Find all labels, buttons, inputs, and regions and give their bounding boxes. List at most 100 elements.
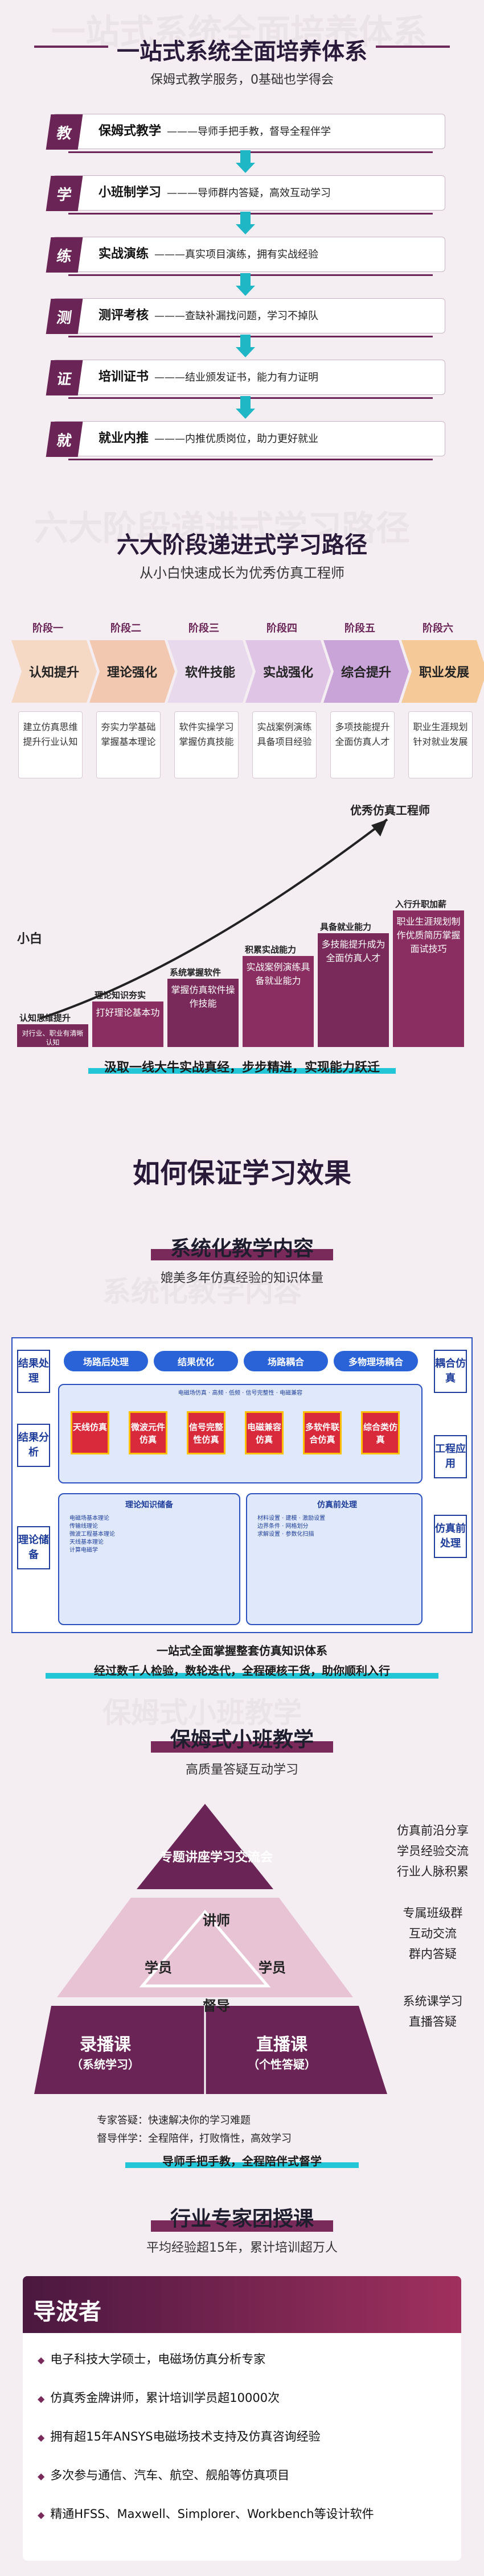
down-arrow-icon <box>236 273 255 296</box>
step-desc: ———结业颁发证书，能力有力证明 <box>154 372 319 384</box>
growth-bar <box>318 933 389 1047</box>
stage-chevron: 职业发展 <box>401 640 484 703</box>
sim-type-box: 综合类仿真 <box>361 1411 400 1454</box>
step-name: 测评考核 <box>99 308 149 323</box>
step-text: 测评考核———查缺补漏找问题，学习不掉队 <box>99 299 318 333</box>
growth-bar <box>243 956 314 1047</box>
step-desc: ———导师手把手教，督导全程伴学 <box>167 126 331 138</box>
growth-bar-title: 认知思维提升 <box>19 1013 71 1023</box>
step-underline <box>68 213 433 215</box>
left-tab: 结果处理 <box>17 1350 50 1393</box>
step-row: 学小班制学习———导师群内答疑，高效互动学习 <box>46 175 445 211</box>
step-name: 就业内推 <box>99 431 149 446</box>
stage-chevron: 综合提升 <box>323 640 409 703</box>
small-subtitle: 高质量答疑互动学习 <box>185 1763 298 1777</box>
growth-bar-title: 积累实战能力 <box>245 945 297 955</box>
down-arrow-icon <box>236 335 255 357</box>
step-underline <box>68 274 433 276</box>
topic-pill: 场路耦合 <box>244 1351 328 1371</box>
step-badge: 学 <box>46 176 83 211</box>
system-caption: 一站式全面掌握整套仿真知识体系 <box>157 1644 327 1658</box>
growth-start-label: 小白 <box>17 932 43 946</box>
step-badge: 教 <box>46 114 83 150</box>
growth-bar-text: 实战案例演练具备就业能力 <box>246 962 310 986</box>
step-underline <box>68 397 433 399</box>
stage-desc: 实战案例演练具备项目经验 <box>252 711 317 778</box>
small-highlight-bar <box>125 2162 359 2168</box>
stage-desc: 职业生涯规划针对就业发展 <box>408 711 473 778</box>
title-deco-right <box>376 46 450 48</box>
step-row: 教保姆式教学———导师手把手教，督导全程伴学 <box>46 114 445 150</box>
expert-head: 行业专家团授课 <box>170 2207 314 2231</box>
stage-label: 阶段二 <box>110 623 141 634</box>
stage-desc: 多项技能提升全面仿真人才 <box>330 711 395 778</box>
growth-curve <box>39 818 388 1020</box>
growth-bar-title: 系统掌握软件 <box>170 967 222 978</box>
theory-panel-title: 理论知识储备 <box>125 1501 173 1510</box>
down-arrow-icon <box>236 212 255 234</box>
right-tab: 耦合仿真 <box>434 1350 467 1393</box>
theory-panel <box>58 1493 240 1625</box>
stage-desc: 夯实力学基础掌握基本理论 <box>96 711 161 778</box>
growth-bar-text: 多技能提升成为全面仿真人才 <box>321 939 385 963</box>
stage-label: 阶段一 <box>32 623 63 634</box>
pyramid-top-label: 专题讲座学习交流会 <box>159 1850 273 1865</box>
step-row: 证培训证书———结业颁发证书，能力有力证明 <box>46 360 445 395</box>
growth-end-label: 优秀仿真工程师 <box>350 803 430 817</box>
topic-pill: 结果优化 <box>154 1351 238 1371</box>
sim-type-box: 信号完整性仿真 <box>187 1411 225 1454</box>
left-tab: 结果分析 <box>17 1424 50 1467</box>
sim-type-box: 微波元件仿真 <box>129 1411 167 1454</box>
growth-bar-title: 入行升职加薪 <box>395 899 447 909</box>
topic-pill: 场路后处理 <box>64 1351 148 1371</box>
pyramid-recorded: 录播课 <box>80 2035 131 2055</box>
stage-label: 阶段五 <box>344 623 375 634</box>
step-badge: 证 <box>46 360 83 395</box>
growth-chart <box>39 818 388 1020</box>
preprocess-panel-title: 仿真前处理 <box>317 1501 357 1510</box>
system-subtitle: 媲美多年仿真经验的知识体量 <box>160 1271 323 1285</box>
expert-item: 电子科技大学硕士，电磁场仿真分析专家 <box>38 2350 265 2367</box>
section1-title: 一站式系统全面培养体系 <box>117 39 367 65</box>
step-text: 就业内推———内推优质岗位，助力更好就业 <box>99 422 318 456</box>
pyramid-side-label: 仿真前沿分享 <box>397 1824 469 1837</box>
stage-label: 阶段六 <box>423 623 453 634</box>
pyramid-student-right: 学员 <box>259 1960 286 1976</box>
pyramid-supervisor: 督导 <box>203 1998 230 2014</box>
title-deco-left <box>34 46 108 48</box>
pyramid-side-label: 直播答疑 <box>409 2015 457 2029</box>
pyramid-recorded-sub: （系统学习） <box>71 2058 140 2071</box>
step-text: 实战演练———真实项目演练，拥有实战经验 <box>99 237 318 271</box>
system-highlight: 经过数千人检验，数轮迭代，全程硬核干货，助你顺利入行 <box>94 1664 390 1678</box>
stage-label: 阶段四 <box>266 623 297 634</box>
step-underline <box>68 459 433 460</box>
expert-item: 拥有超15年ANSYS电磁场技术支持及仿真咨询经验 <box>38 2427 320 2445</box>
stage-label: 阶段三 <box>188 623 219 634</box>
section2-title: 六大阶段递进式学习路径 <box>117 532 367 558</box>
small-note-2: 督导伴学：全程陪伴，打败惰性，高效学习 <box>97 2133 292 2145</box>
pyramid-top <box>137 1804 273 1889</box>
pyramid-side-label: 系统课学习 <box>403 1994 463 2008</box>
pyramid-student-left: 学员 <box>145 1960 172 1976</box>
panel-caption-top: 电磁场仿真 · 高频 · 低频 · 信号完整性 · 电磁兼容 <box>178 1390 303 1396</box>
small-highlight: 导师手把手教，全程陪伴式督学 <box>162 2154 322 2168</box>
system-head-bar <box>151 1249 333 1260</box>
section3-title: 如何保证学习效果 <box>132 1157 351 1189</box>
section2-subtitle: 从小白快速成长为优秀仿真工程师 <box>140 565 344 581</box>
expert-card: 导波者 电子科技大学硕士，电磁场仿真分析专家仿真秀金牌讲师，累计培训学员超100… <box>23 2276 461 2561</box>
growth-bar-text: 对行业、职业有清晰认知 <box>22 1029 84 1046</box>
stage-chevron: 理论强化 <box>89 640 175 703</box>
highlight-bar <box>88 1068 396 1074</box>
right-tab: 工程应用 <box>434 1435 467 1478</box>
growth-bar-text: 打好理论基本功 <box>96 1007 160 1018</box>
pyramid-live-sub: （个性答疑） <box>248 2058 316 2071</box>
sim-type-box: 多软件联合仿真 <box>303 1411 342 1454</box>
growth-bar <box>393 910 464 1047</box>
step-badge: 练 <box>46 237 83 273</box>
theory-panel-lines: 电磁场基本理论传输线理论微波工程基本理论天线基本理论计算电磁学 <box>69 1515 115 1553</box>
preprocess-panel <box>246 1493 423 1625</box>
knowledge-diagram: 结果处理结果分析理论储备 耦合仿真工程应用仿真前处理 场路后处理结果优化场路耦合… <box>11 1337 473 1633</box>
growth-bar <box>17 1024 88 1047</box>
pyramid-side-label: 行业人脉积累 <box>397 1865 469 1878</box>
expert-tag: 导波者 <box>33 2299 101 2325</box>
